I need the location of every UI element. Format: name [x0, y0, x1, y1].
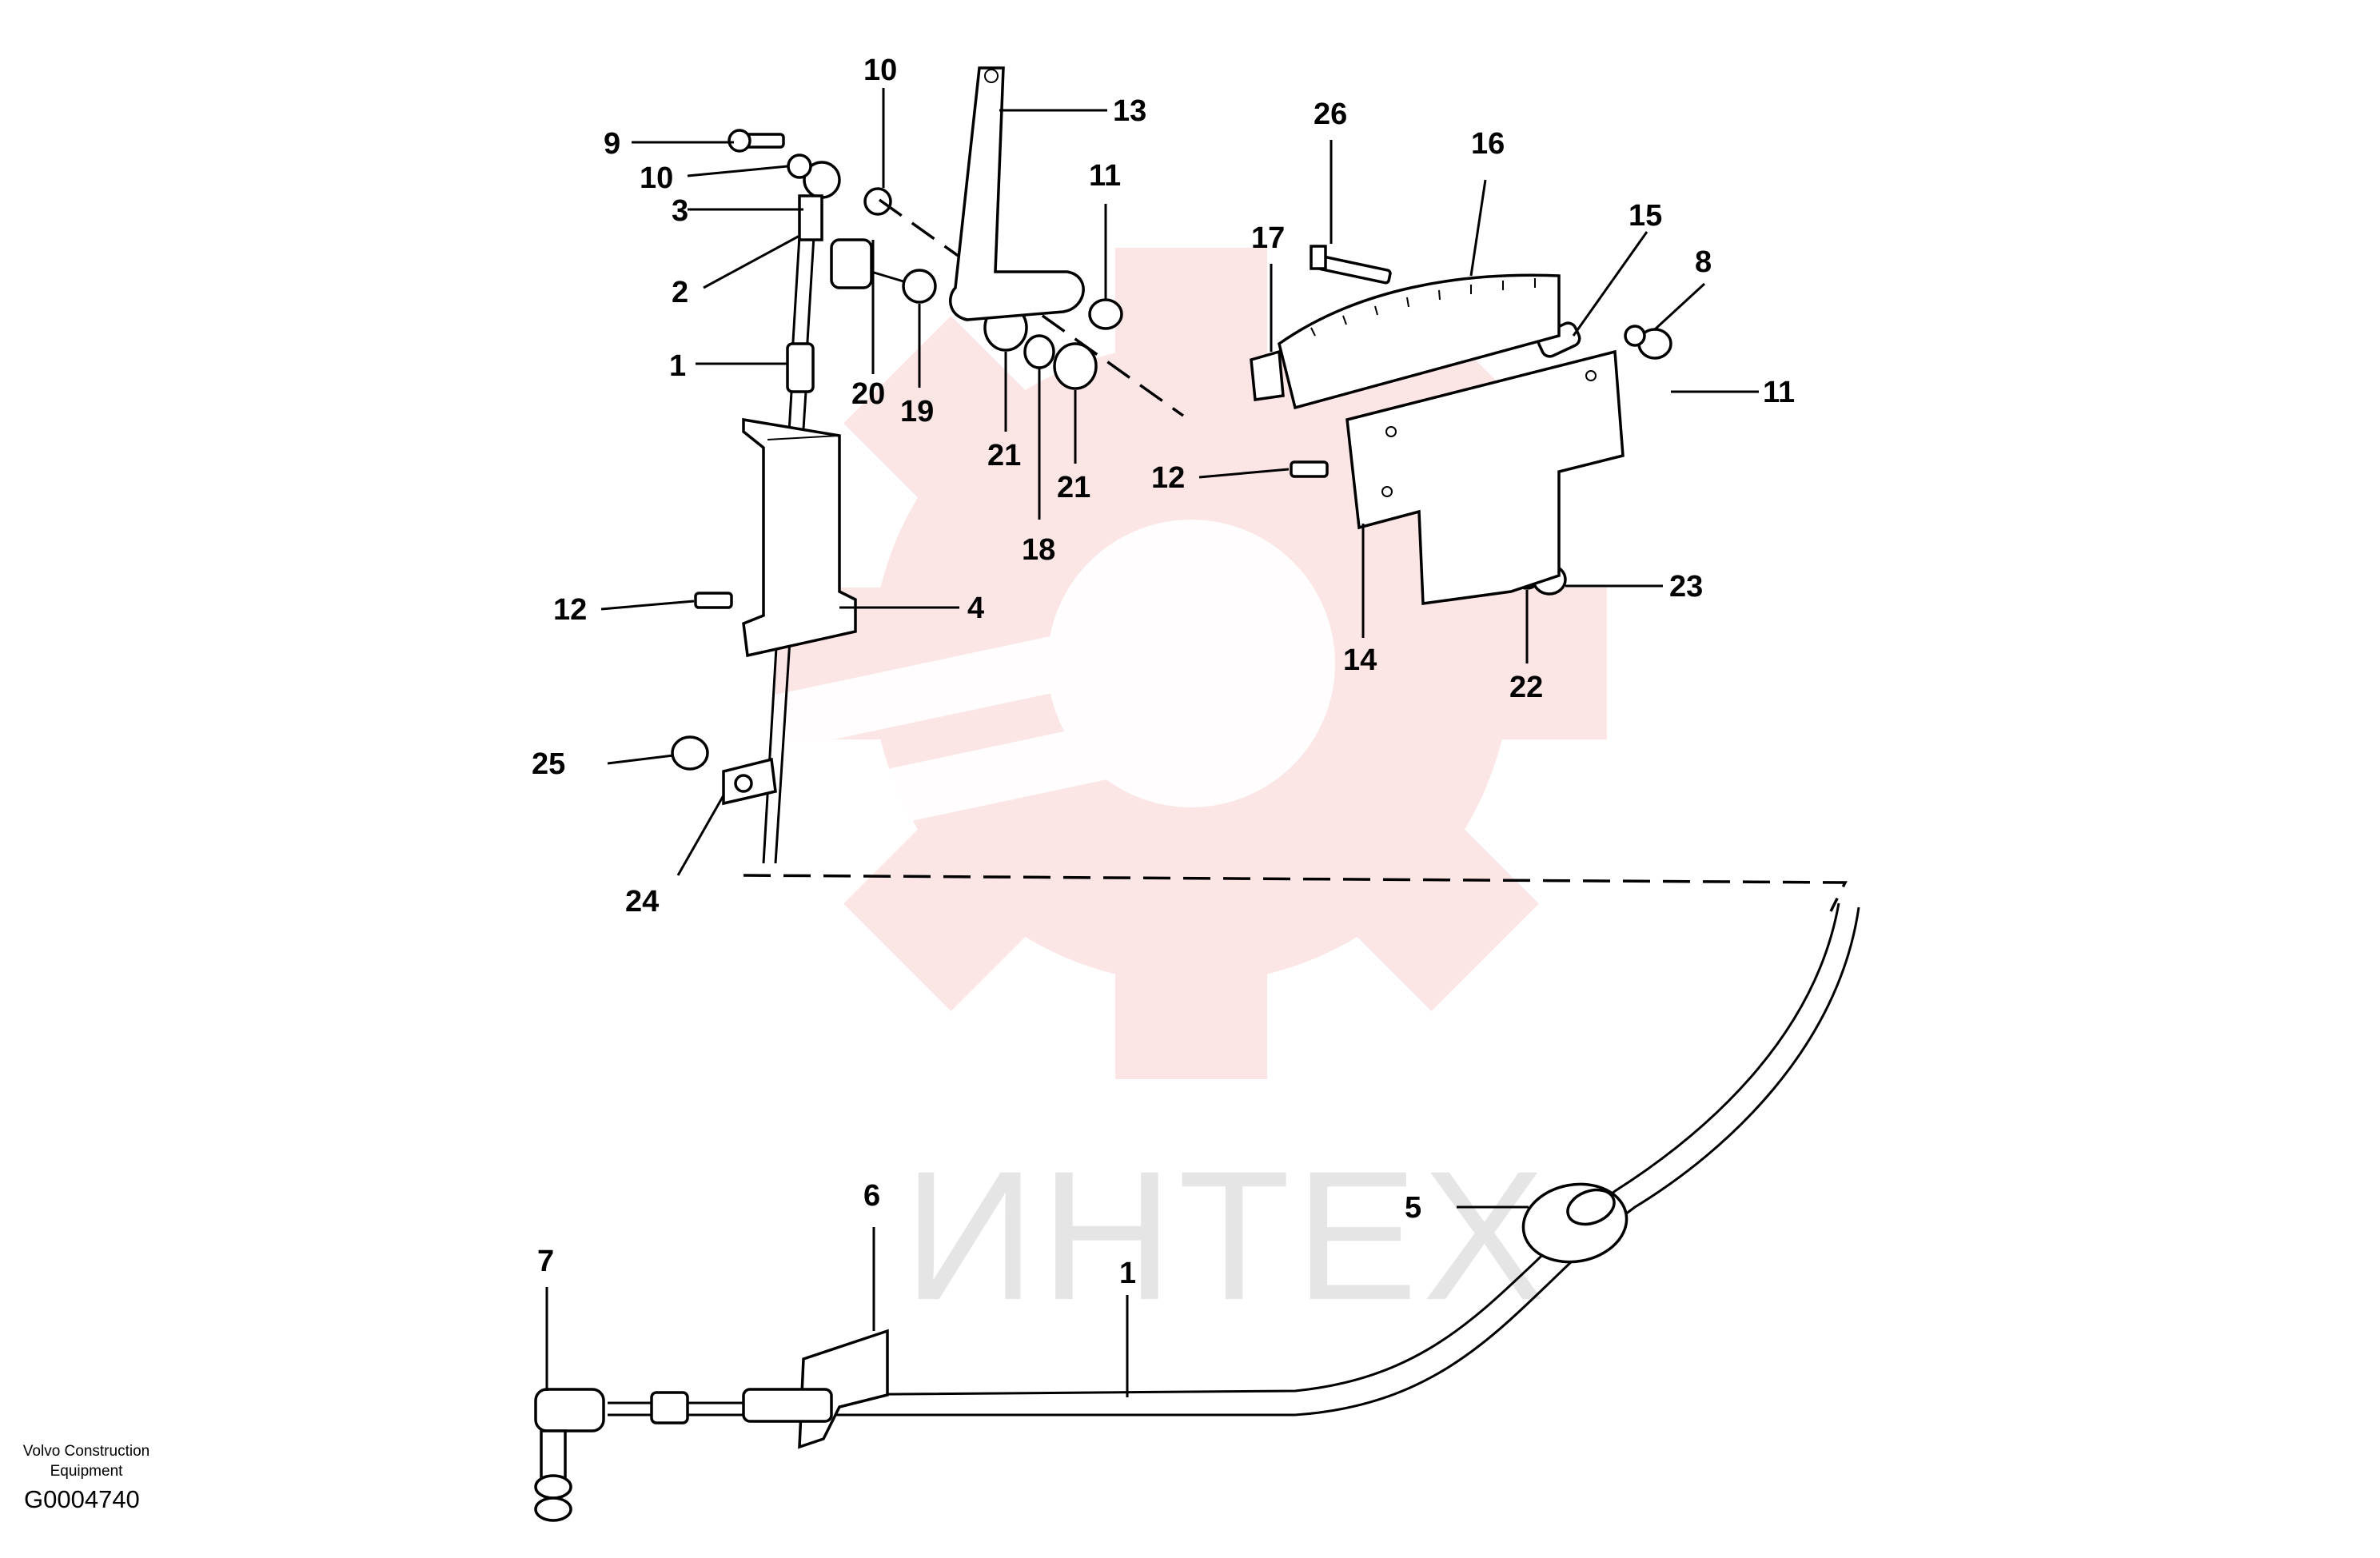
callout-2: 2	[672, 276, 688, 309]
callout-17: 17	[1251, 221, 1285, 255]
callout-16: 16	[1471, 127, 1505, 161]
callout-12-right: 12	[1151, 461, 1185, 495]
callout-15: 15	[1629, 199, 1662, 233]
clamp-24	[722, 757, 777, 806]
callout-23: 23	[1669, 570, 1703, 604]
publisher-label: Volvo Construction Equipment	[0, 1441, 173, 1481]
callout-3: 3	[672, 194, 688, 228]
publisher-line-2: Equipment	[50, 1463, 123, 1480]
callout-11-right: 11	[1763, 376, 1795, 409]
figure-code: G0004740	[24, 1485, 140, 1513]
callout-20: 20	[851, 377, 885, 411]
leader-lines	[545, 88, 1759, 1397]
callout-14: 14	[1343, 644, 1377, 677]
lever-13	[949, 66, 1085, 321]
callout-10-top: 10	[863, 54, 897, 87]
callout-25: 25	[532, 747, 565, 781]
callout-24: 24	[625, 885, 659, 918]
callout-labels: 9 10 10 3 2 1 20 19 13 11 21 21 18 4 12 …	[532, 54, 1795, 1290]
callout-21-right: 21	[1057, 471, 1090, 504]
cable-assembly	[534, 161, 1860, 1522]
watermark-logo-cutout	[718, 520, 1335, 856]
callout-5: 5	[1405, 1191, 1421, 1225]
callout-1-lower: 1	[1119, 1257, 1136, 1290]
callout-12-left: 12	[553, 593, 587, 627]
callout-8: 8	[1695, 245, 1712, 279]
publisher-line-1: Volvo Construction	[22, 1443, 150, 1460]
callout-9: 9	[604, 127, 620, 161]
callout-1-upper: 1	[669, 349, 686, 383]
callout-7: 7	[537, 1245, 554, 1278]
callout-18: 18	[1022, 533, 1055, 567]
watermark-text: ИНТЕХ	[903, 1133, 1550, 1338]
quadrant-plate-16	[1250, 273, 1561, 410]
callout-6: 6	[863, 1179, 880, 1213]
callout-26: 26	[1314, 98, 1347, 131]
callout-13: 13	[1113, 94, 1146, 128]
callout-11-top: 11	[1089, 159, 1121, 193]
callout-10-left: 10	[640, 161, 673, 195]
callout-21-left: 21	[987, 439, 1021, 472]
callout-4: 4	[967, 592, 984, 625]
plate-14	[1345, 349, 1625, 605]
mounting-bracket-4	[742, 417, 857, 658]
callout-22: 22	[1509, 671, 1543, 704]
callout-19: 19	[900, 395, 934, 428]
